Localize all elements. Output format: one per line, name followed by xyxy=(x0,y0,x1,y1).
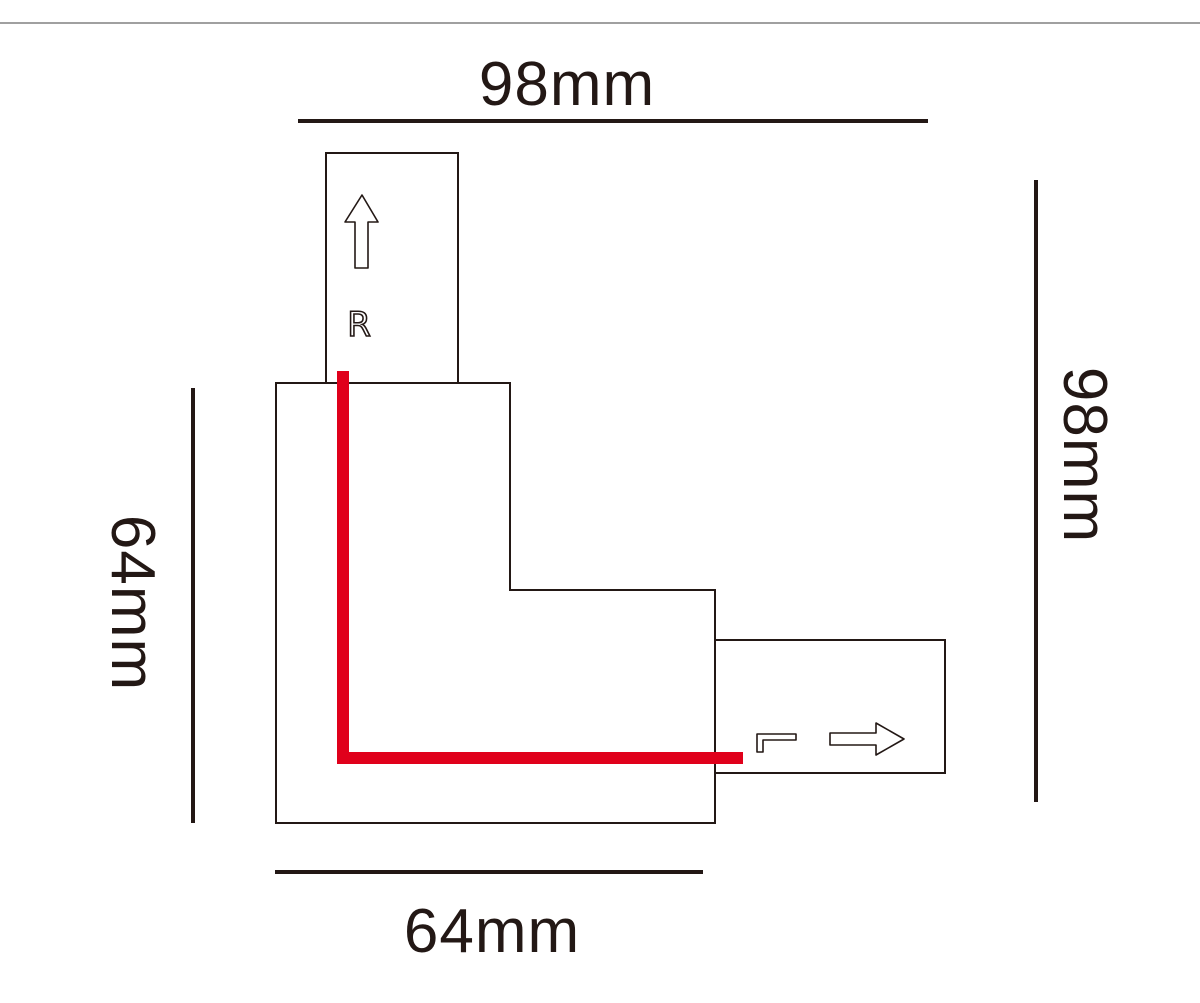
top-arm-label: R xyxy=(347,305,371,345)
top-arm xyxy=(325,152,459,384)
left-height-label: 64mm xyxy=(98,515,167,691)
right-arm xyxy=(714,639,946,774)
right-height-label: 98mm xyxy=(1050,367,1119,543)
arrow-up-icon xyxy=(344,194,379,269)
top-width-label: 98mm xyxy=(479,50,655,119)
arrow-right-icon xyxy=(829,722,905,756)
bottom-width-label: 64mm xyxy=(404,897,580,966)
conductor-path xyxy=(337,371,743,764)
connector-body xyxy=(275,382,716,824)
right-arm-label xyxy=(756,733,797,753)
